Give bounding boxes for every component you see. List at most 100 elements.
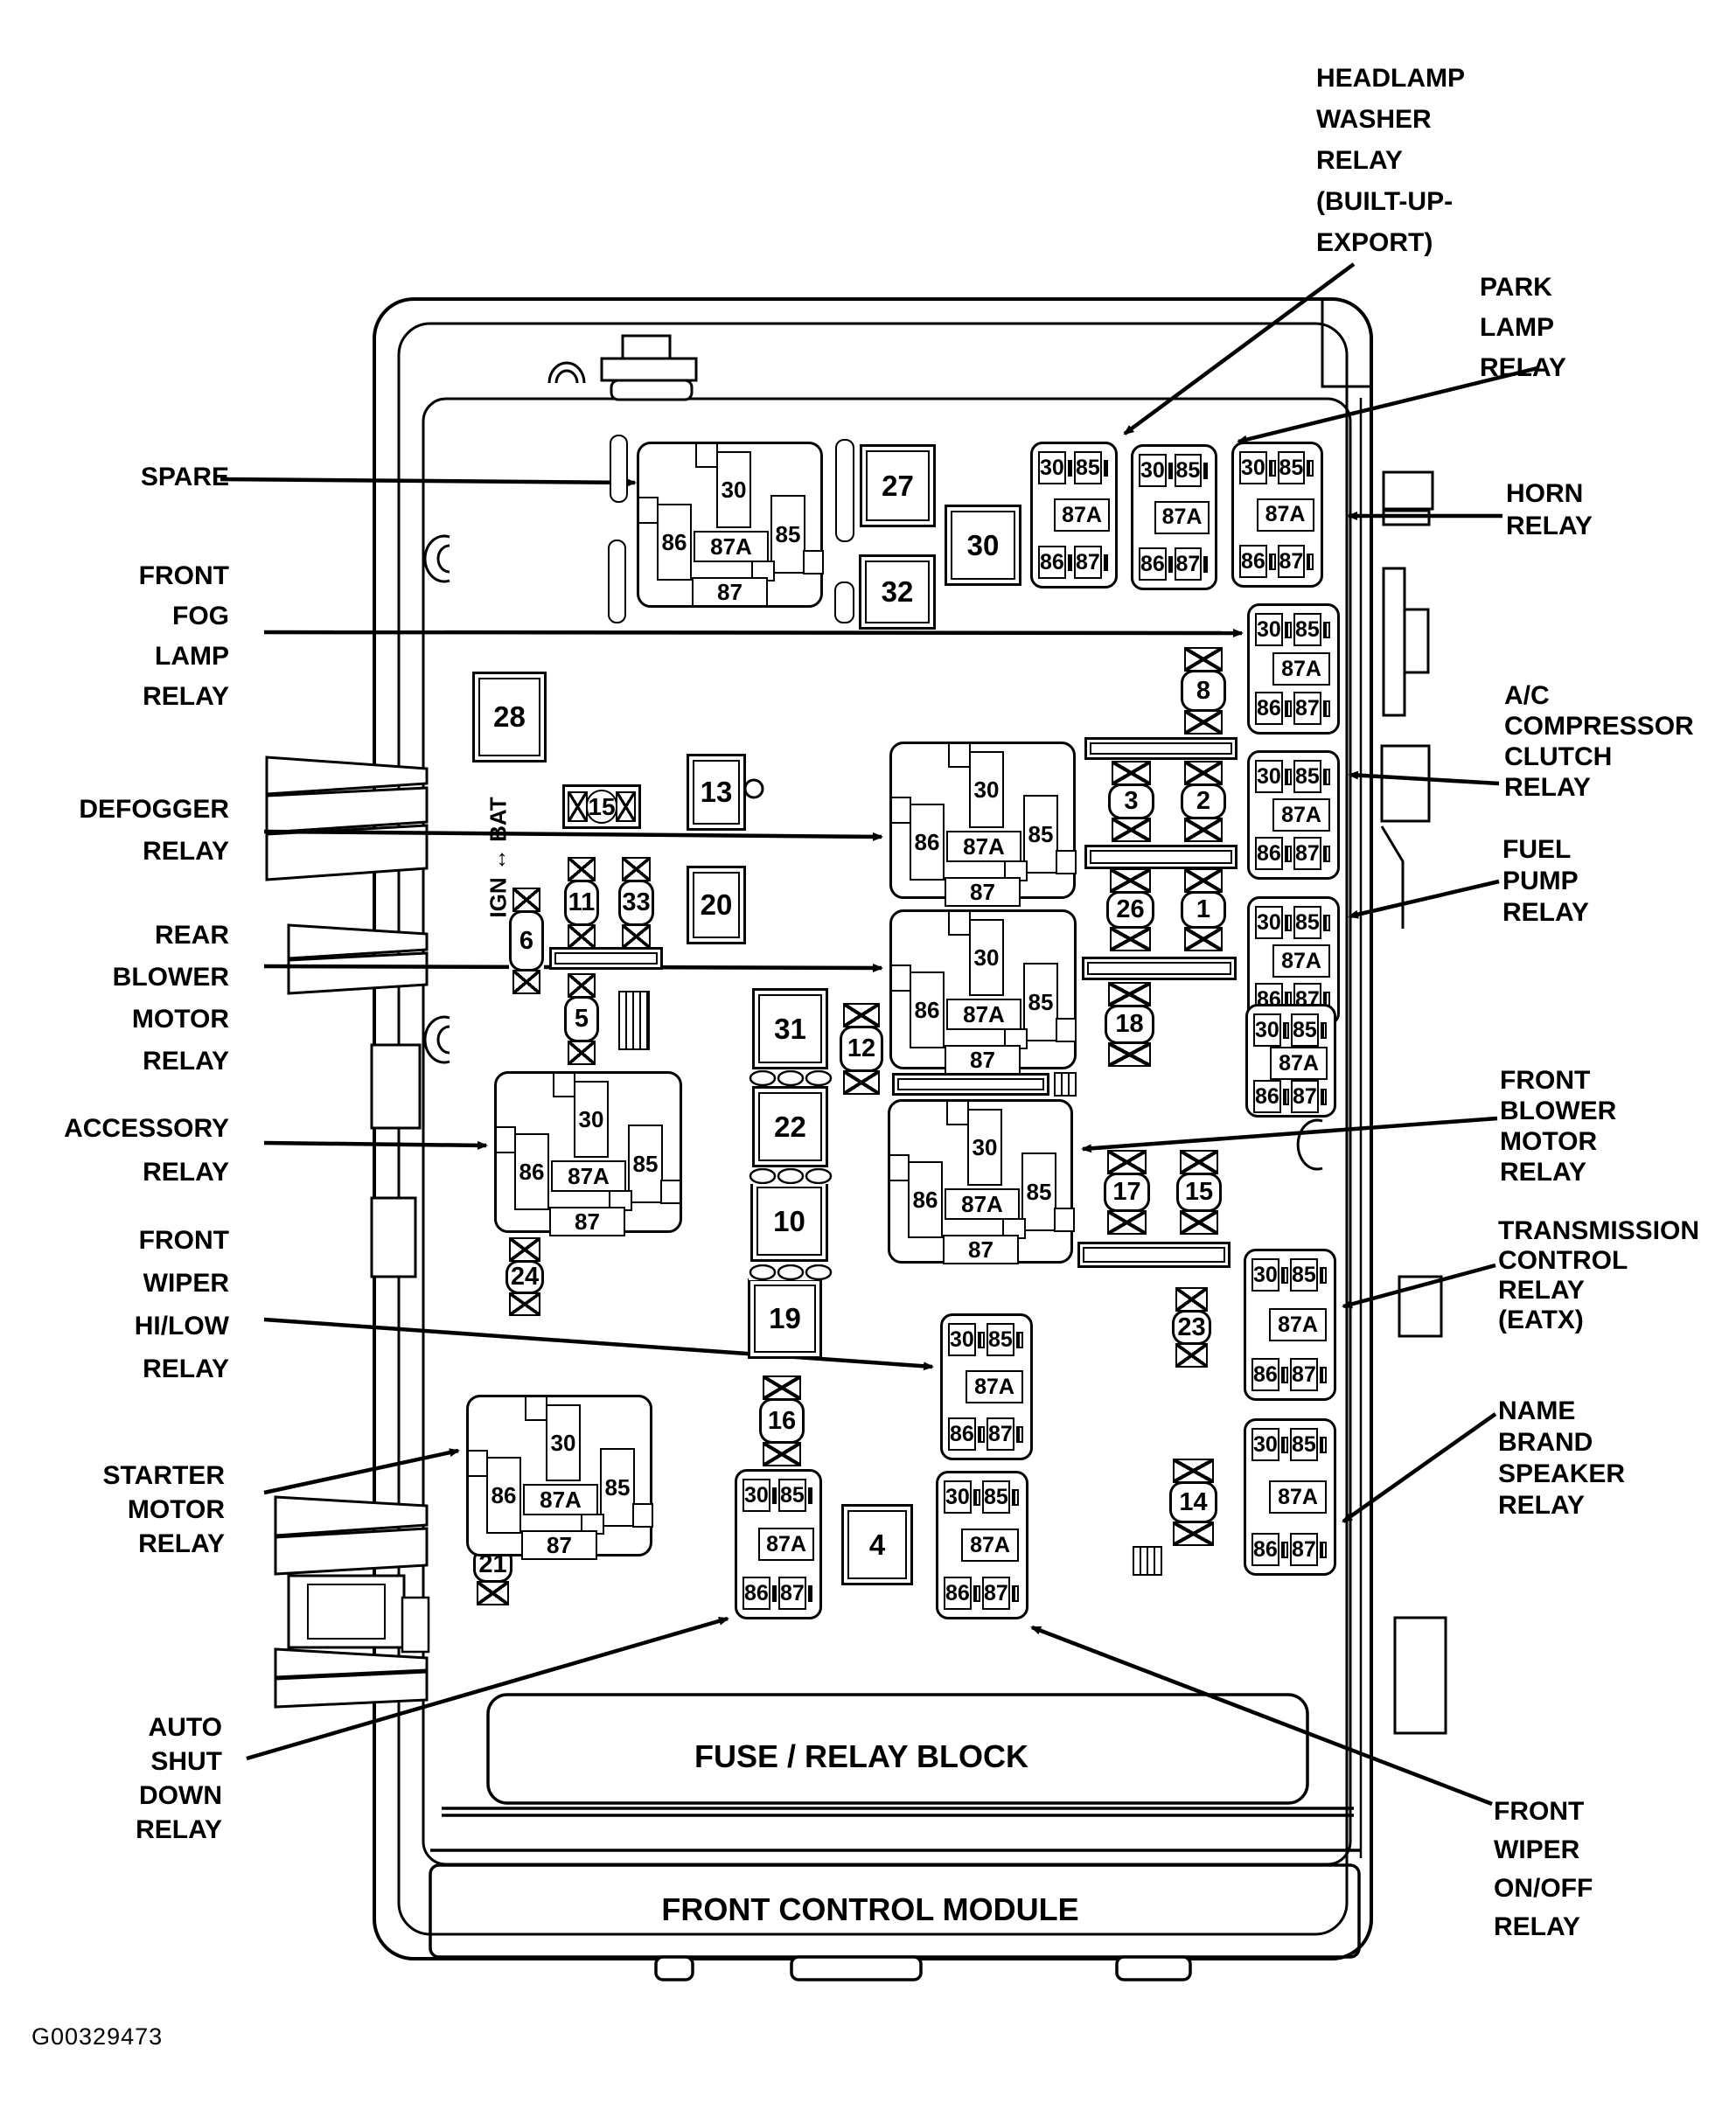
pin-85: 85 — [1021, 1152, 1056, 1231]
relay-tab — [638, 497, 659, 524]
label-line: LAMP — [155, 642, 229, 671]
pin-87a: 87A — [523, 1484, 598, 1515]
fuse-6: 6 — [509, 888, 544, 994]
pin-nub — [1322, 914, 1330, 931]
arrow-park-lamp-relay — [1237, 366, 1538, 444]
label-line: RELAY — [143, 1158, 229, 1187]
fuse-15-body: 15 — [586, 790, 617, 824]
pin-86: 86 — [514, 1133, 549, 1210]
arrow-front-wiper-onoff-relay — [1030, 1625, 1493, 1807]
pin-87: 87 — [1293, 692, 1321, 725]
connector-grid — [618, 991, 650, 1050]
label-line: HORN — [1506, 479, 1584, 508]
pin-nub — [1307, 553, 1314, 570]
arrow-fuel-pump-relay — [1348, 879, 1500, 919]
label-line: REAR — [154, 921, 229, 950]
label-line: HEADLAMP — [1316, 64, 1465, 93]
label-line: NAME — [1498, 1396, 1576, 1425]
fuse-18: 18 — [1105, 982, 1154, 1067]
busbar — [549, 947, 663, 970]
pin-30: 30 — [1038, 451, 1066, 484]
label-line: RELAY — [1316, 146, 1403, 175]
relay-tab — [948, 910, 971, 936]
u-clip-right — [1296, 1118, 1323, 1171]
corner-notch — [1321, 299, 1371, 388]
cone — [274, 1495, 429, 1537]
pin-86: 86 — [743, 1577, 770, 1610]
pin-nub — [1103, 459, 1108, 477]
label-line: DEFOGGER — [79, 795, 229, 824]
pin-nub — [1011, 1488, 1019, 1506]
chain-links — [749, 1264, 833, 1280]
relay-tab — [803, 550, 824, 575]
pin-85: 85 — [1293, 906, 1321, 939]
pin-86: 86 — [1255, 692, 1283, 725]
pin-nub — [771, 1584, 777, 1602]
fuse-11: 11 — [564, 857, 599, 949]
pin-nub — [1168, 462, 1173, 479]
fuse-12: 12 — [840, 1003, 883, 1095]
pin-87a: 87A — [758, 1528, 814, 1561]
relay-row-mid: 87A — [1239, 498, 1315, 532]
label-line: RELAY — [1494, 1912, 1580, 1941]
pin-87a: 87A — [1154, 500, 1210, 534]
pin-30: 30 — [944, 1480, 972, 1514]
label-line: WASHER — [1316, 105, 1432, 134]
cone-hub-inner — [307, 1584, 386, 1640]
pin-30: 30 — [969, 751, 1004, 828]
busbar — [892, 1073, 1049, 1096]
pin-nub — [1284, 768, 1292, 785]
cone — [274, 1527, 429, 1576]
pin-nub — [807, 1584, 812, 1602]
pin-86: 86 — [657, 504, 692, 581]
left-connectors — [265, 756, 429, 1709]
pin-85: 85 — [987, 1323, 1014, 1356]
label-line: SPEAKER — [1498, 1459, 1626, 1488]
label-line: RELAY — [1500, 1158, 1586, 1187]
fuse-16: 16 — [759, 1375, 805, 1466]
label-line: RELAY — [143, 837, 229, 866]
label-line: FUEL — [1502, 835, 1572, 864]
label-line: FRONT — [1494, 1797, 1585, 1826]
pin-87a: 87A — [946, 999, 1021, 1030]
pin-85: 85 — [628, 1125, 663, 1203]
arrow-starter-motor-relay — [263, 1448, 460, 1495]
pin-87a: 87A — [1054, 498, 1110, 532]
pin-86: 86 — [910, 971, 945, 1048]
pin-87: 87 — [1074, 546, 1102, 579]
pin-85: 85 — [1277, 451, 1306, 484]
pin-nub — [977, 1425, 985, 1443]
label-line: FOG — [172, 602, 229, 630]
pin-30: 30 — [546, 1404, 581, 1481]
left-wall-block — [370, 1043, 422, 1130]
busbar — [1082, 957, 1237, 980]
relay-row-mid: 87A — [1253, 1047, 1328, 1080]
cone — [265, 824, 429, 881]
pin-87: 87 — [1277, 545, 1306, 578]
pin-nub — [1322, 768, 1330, 785]
pin-30: 30 — [1239, 451, 1267, 484]
relay-row-top: 30 85 — [1239, 451, 1315, 484]
label-line: (EATX) — [1498, 1306, 1584, 1334]
fuse-8: 8 — [1181, 647, 1226, 735]
pin-85: 85 — [1291, 1013, 1319, 1047]
pin-87a: 87A — [1272, 798, 1330, 832]
label-line: RELAY — [138, 1529, 225, 1558]
label-line: MOTOR — [1500, 1127, 1598, 1156]
pin-nub — [1268, 459, 1276, 477]
label-line: DOWN — [139, 1781, 222, 1810]
